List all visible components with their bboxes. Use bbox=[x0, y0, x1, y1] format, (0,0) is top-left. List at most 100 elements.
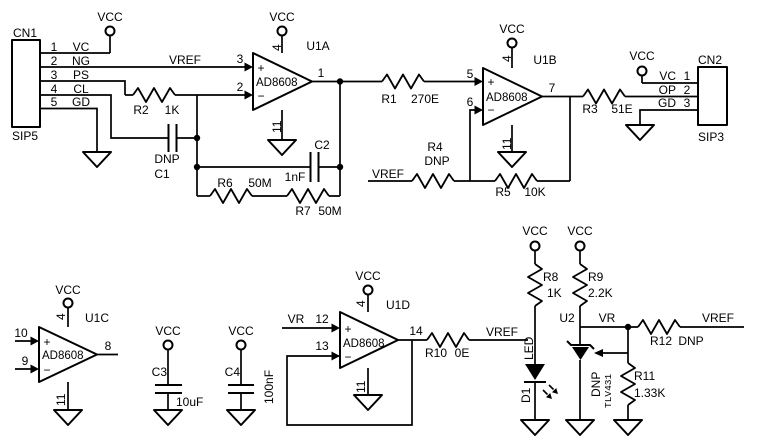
pin-number-gnd: 11 bbox=[500, 137, 514, 150]
plus-sign: + bbox=[344, 322, 351, 336]
pin-number: 3 bbox=[684, 96, 691, 110]
resistor-value: 50M bbox=[318, 204, 341, 218]
pin-number-inp: 12 bbox=[315, 312, 329, 326]
pin-number-inp: 10 bbox=[14, 326, 28, 340]
resistor-r4: VREF R4 DNP bbox=[368, 140, 455, 189]
resistor-r6: R6 50M bbox=[197, 176, 272, 204]
resistor-r1: R1 270E bbox=[381, 73, 475, 106]
resistor-value: 51E bbox=[611, 102, 632, 116]
opamp-part: AD8608 bbox=[486, 92, 528, 104]
net-label-vcc: VCC bbox=[522, 224, 548, 238]
pin-number-gnd: 11 bbox=[354, 380, 368, 393]
resistor-ref: R3 bbox=[582, 102, 598, 116]
opamp-triangle bbox=[252, 52, 313, 111]
opamp-ref: U1B bbox=[533, 53, 556, 67]
net-label-vref: VREF bbox=[702, 311, 734, 325]
minus-sign: − bbox=[257, 89, 264, 103]
wire-cl bbox=[40, 94, 168, 139]
wire-pin6 bbox=[469, 109, 475, 181]
resistor-ref: R1 bbox=[381, 92, 397, 106]
pin-number: 1 bbox=[51, 40, 58, 54]
regulator-part: TLV431 bbox=[603, 373, 614, 408]
pin-number: 5 bbox=[51, 95, 58, 109]
pin-number-inp: 3 bbox=[237, 52, 244, 66]
resistor-r9: VCC R9 2.2K bbox=[567, 224, 613, 307]
resistor-r3: R3 51E bbox=[582, 88, 698, 116]
capacitor-ref: C2 bbox=[314, 138, 330, 152]
capacitor-ref: C1 bbox=[154, 167, 170, 181]
pin-number-gnd: 11 bbox=[54, 393, 68, 406]
minus-sign: − bbox=[344, 350, 351, 364]
minus-sign: − bbox=[43, 363, 50, 377]
net-label-vcc: VCC bbox=[55, 283, 81, 297]
pin-number-out: 7 bbox=[549, 81, 556, 95]
connector-body bbox=[697, 66, 728, 126]
wire-feedback-loop bbox=[286, 340, 413, 426]
connector-package: SIP5 bbox=[12, 129, 38, 143]
connector-ref: CN1 bbox=[13, 26, 37, 40]
vr-node-wires: VR bbox=[580, 311, 638, 363]
pin-name: GD bbox=[658, 96, 676, 110]
resistor-ref: R6 bbox=[217, 176, 233, 190]
net-label-vref: VREF bbox=[372, 167, 404, 181]
net-label-vcc: VCC bbox=[629, 49, 655, 63]
led-triangle bbox=[525, 364, 545, 380]
resistor-r8: VCC R8 1K bbox=[522, 224, 562, 364]
connector-wires bbox=[639, 75, 698, 125]
wire-feedback bbox=[329, 81, 341, 197]
wire-feedback bbox=[537, 96, 571, 182]
capacitor-value: 100nF bbox=[262, 370, 276, 404]
net-label-vcc: VCC bbox=[499, 22, 525, 36]
pin-number-out: 14 bbox=[409, 324, 423, 338]
net-label-vcc: VCC bbox=[355, 269, 381, 283]
opamp-triangle bbox=[482, 67, 543, 126]
pin-name: GD bbox=[72, 95, 90, 109]
pin-number-inn: 9 bbox=[22, 354, 29, 368]
pin-number-inn: 6 bbox=[467, 95, 474, 109]
resistor-r2: R2 1K bbox=[125, 87, 245, 117]
resistor-ref: R9 bbox=[588, 270, 604, 284]
net-label-vcc: VCC bbox=[228, 324, 254, 338]
regulator-note: DNP bbox=[589, 372, 603, 397]
cn1-wires bbox=[40, 35, 245, 168]
resistor-r7: R7 50M bbox=[252, 81, 342, 218]
pin-number: 3 bbox=[51, 68, 58, 82]
capacitor-plates bbox=[167, 124, 178, 152]
capacitor-c3: VCC C3 10uF bbox=[152, 324, 203, 426]
resistor-value: DNP bbox=[678, 334, 703, 348]
pin-name: OP bbox=[659, 83, 676, 97]
opamp-ref: U1C bbox=[85, 311, 109, 325]
cathode-bar bbox=[566, 340, 595, 350]
wire-ps bbox=[40, 80, 126, 95]
capacitor-plates bbox=[155, 384, 182, 394]
pin-name: VC bbox=[659, 69, 676, 83]
connector-ref: CN2 bbox=[698, 53, 722, 67]
opamp-triangle bbox=[38, 326, 98, 383]
net-label-vcc: VCC bbox=[155, 324, 181, 338]
opamp-part: AD8608 bbox=[343, 338, 385, 350]
capacitor-value: DNP bbox=[154, 152, 179, 166]
opamp-part: AD8608 bbox=[256, 77, 298, 89]
pin-number-vcc: 4 bbox=[354, 300, 368, 307]
capacitor-c2: C2 1nF bbox=[197, 138, 340, 184]
pin-number-vcc: 4 bbox=[500, 55, 514, 62]
pin-number-gnd: 11 bbox=[270, 120, 284, 133]
pin-name: NG bbox=[72, 54, 90, 68]
net-label-vcc: VCC bbox=[269, 10, 295, 24]
vcc-terminal-cn1: VCC bbox=[97, 10, 123, 37]
regulator-ref: U2 bbox=[559, 311, 575, 325]
opamp-triangle bbox=[339, 311, 399, 369]
reference-arrow bbox=[594, 349, 603, 357]
opamp-wires bbox=[367, 294, 427, 395]
resistor-r11: R11 1.33K bbox=[613, 362, 665, 436]
pin-name: PS bbox=[73, 68, 89, 82]
wire-vc bbox=[40, 35, 111, 54]
pin-number: 2 bbox=[51, 54, 58, 68]
opamp-u1c: 10 9 + − AD8608 U1C 8 4 11 VCC bbox=[14, 283, 118, 426]
capacitor-plates bbox=[309, 152, 320, 182]
resistor-value: 1.33K bbox=[634, 386, 665, 400]
net-label-vref: VREF bbox=[169, 53, 201, 67]
shunt-regulator-u2: U2 DNP TLV431 bbox=[559, 306, 628, 436]
pin-number-inn: 13 bbox=[315, 339, 329, 353]
